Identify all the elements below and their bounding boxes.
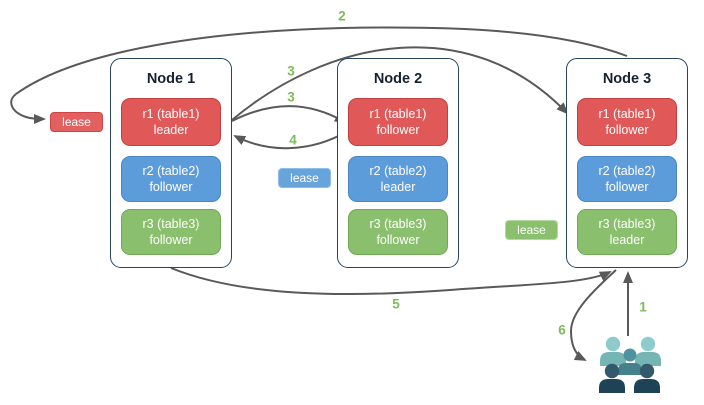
replica-role: follower xyxy=(149,233,193,247)
replica-node2-r2-leader: r2 (table2) leader xyxy=(348,156,448,202)
replica-role: leader xyxy=(380,180,416,194)
replica-node3-r3-leader: r3 (table3) leader xyxy=(577,209,677,255)
step-label-3a: 3 xyxy=(287,63,295,79)
lease-badge-r3: lease xyxy=(505,220,558,240)
replica-role: leader xyxy=(609,233,645,247)
node-title: Node 3 xyxy=(602,71,652,87)
replica-range: r3 (table3) xyxy=(598,216,656,231)
lease-badge-r1: lease xyxy=(50,112,103,132)
replica-node2-r1-follower: r1 (table1) follower xyxy=(348,98,448,146)
replica-node1-r2-follower: r2 (table2) follower xyxy=(121,156,221,202)
step-label-5: 5 xyxy=(392,296,400,312)
node-1: Node 1 r1 (table1) leader r2 (table2) fo… xyxy=(110,58,232,268)
node-title: Node 2 xyxy=(373,71,423,87)
replica-role: follower xyxy=(605,123,649,137)
replica-range: r1 (table1) xyxy=(142,106,200,121)
arrow-step-3-to-node2 xyxy=(231,105,347,123)
replica-role: follower xyxy=(149,180,193,194)
replica-role: follower xyxy=(376,233,420,247)
step-label-6: 6 xyxy=(558,322,566,338)
replica-range: r3 (table3) xyxy=(142,216,200,231)
replica-node3-r2-follower: r2 (table2) follower xyxy=(577,156,677,202)
replica-range: r1 (table1) xyxy=(369,106,427,121)
step-label-1: 1 xyxy=(639,299,647,315)
replica-node1-r3-follower: r3 (table3) follower xyxy=(121,209,221,255)
replica-range: r3 (table3) xyxy=(369,216,427,231)
replica-node3-r1-follower: r1 (table1) follower xyxy=(577,98,677,146)
arrow-step-2 xyxy=(10,26,628,124)
replica-role: leader xyxy=(153,123,189,137)
replica-range: r1 (table1) xyxy=(598,106,656,121)
node-3: Node 3 r1 (table1) follower r2 (table2) … xyxy=(566,58,688,268)
replica-range: r2 (table2) xyxy=(142,163,200,178)
node-title: Node 1 xyxy=(146,71,196,87)
replica-range: r2 (table2) xyxy=(598,163,656,178)
arrow-step-5 xyxy=(170,267,612,296)
step-label-3b: 3 xyxy=(287,89,295,105)
step-label-2: 2 xyxy=(338,8,346,24)
replica-node1-r1-leader: r1 (table1) leader xyxy=(121,98,221,146)
replica-role: follower xyxy=(376,123,420,137)
replica-range: r2 (table2) xyxy=(369,163,427,178)
step-label-4: 4 xyxy=(289,132,297,148)
replica-node2-r3-follower: r3 (table3) follower xyxy=(348,209,448,255)
users-group-icon xyxy=(599,336,661,393)
replica-role: follower xyxy=(605,180,649,194)
node-2: Node 2 r1 (table1) follower r2 (table2) … xyxy=(337,58,459,268)
lease-badge-r2: lease xyxy=(278,168,331,188)
